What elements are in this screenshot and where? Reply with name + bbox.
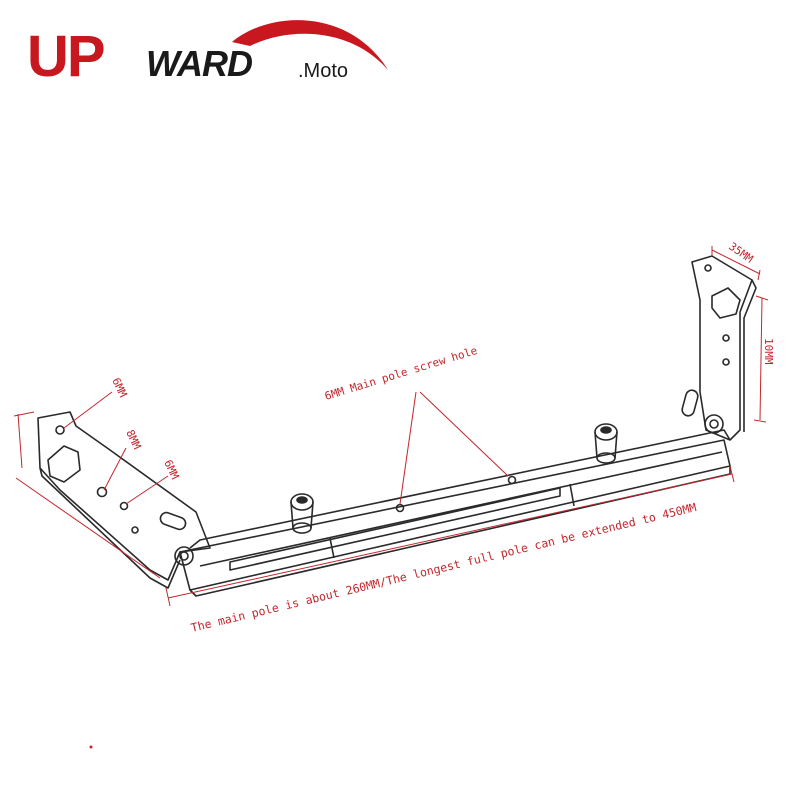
dim-35mm (711, 246, 761, 281)
dim-10mm (753, 295, 769, 423)
left-oval-slot (159, 511, 187, 531)
pole-slot (229, 487, 561, 571)
right-plate-slot (711, 287, 741, 319)
stray-mark (89, 745, 93, 749)
pole-screw-hole-1 (395, 503, 405, 513)
right-plate (691, 255, 753, 441)
logo-ward: WARD (146, 43, 252, 84)
label-8mm: 8MM (123, 428, 143, 452)
right-hole-1 (704, 264, 712, 272)
right-oval-slot (681, 389, 699, 417)
logo-suffix: .Moto (298, 60, 348, 82)
main-pole-inner (199, 451, 723, 567)
leader-6mm-top (63, 391, 113, 429)
label-35mm: 35MM (726, 240, 755, 266)
right-hole-3 (722, 358, 730, 366)
annotation-labels: 6MM 8MM 6MM 6MM Main pole screw hole 35M… (109, 240, 775, 635)
left-plate-slot (47, 445, 81, 483)
pole-sleeve-right (569, 483, 575, 507)
hole-8mm (96, 486, 108, 498)
leader-8mm (103, 447, 127, 491)
hole-small-left (131, 526, 139, 534)
pole-sleeve-left (329, 537, 335, 559)
left-plate-edge (39, 467, 181, 589)
brand-logo: UP WARD .Moto (27, 20, 388, 89)
logo-swoosh (232, 20, 388, 71)
end-bolt-left (174, 546, 194, 566)
dim-left-diagonal (15, 477, 161, 579)
leader-6mm-lower (125, 475, 169, 505)
label-6mm-top: 6MM (109, 376, 129, 400)
main-pole-top (189, 429, 731, 549)
right-plate-edge (743, 279, 757, 432)
leader-screw-1 (399, 391, 417, 505)
mount-post-left (290, 493, 314, 534)
hole-6mm-lower (119, 501, 129, 511)
mount-post-right (594, 423, 618, 464)
dim-main-pole (165, 465, 735, 607)
dim-left-vertical (13, 411, 35, 469)
hole-6mm-top (55, 425, 65, 435)
label-10mm: 10MM (762, 338, 775, 365)
label-main-pole: The main pole is about 260MM/The longest… (189, 500, 697, 635)
annotations (13, 246, 769, 607)
left-plate (37, 411, 211, 581)
bracket-drawing (37, 255, 757, 597)
label-screw-hole: 6MM Main pole screw hole (323, 344, 479, 403)
leader-screw-2 (419, 391, 509, 477)
pole-screw-hole-2 (507, 475, 517, 485)
right-hole-2 (722, 334, 730, 342)
logo-up: UP (27, 24, 104, 89)
